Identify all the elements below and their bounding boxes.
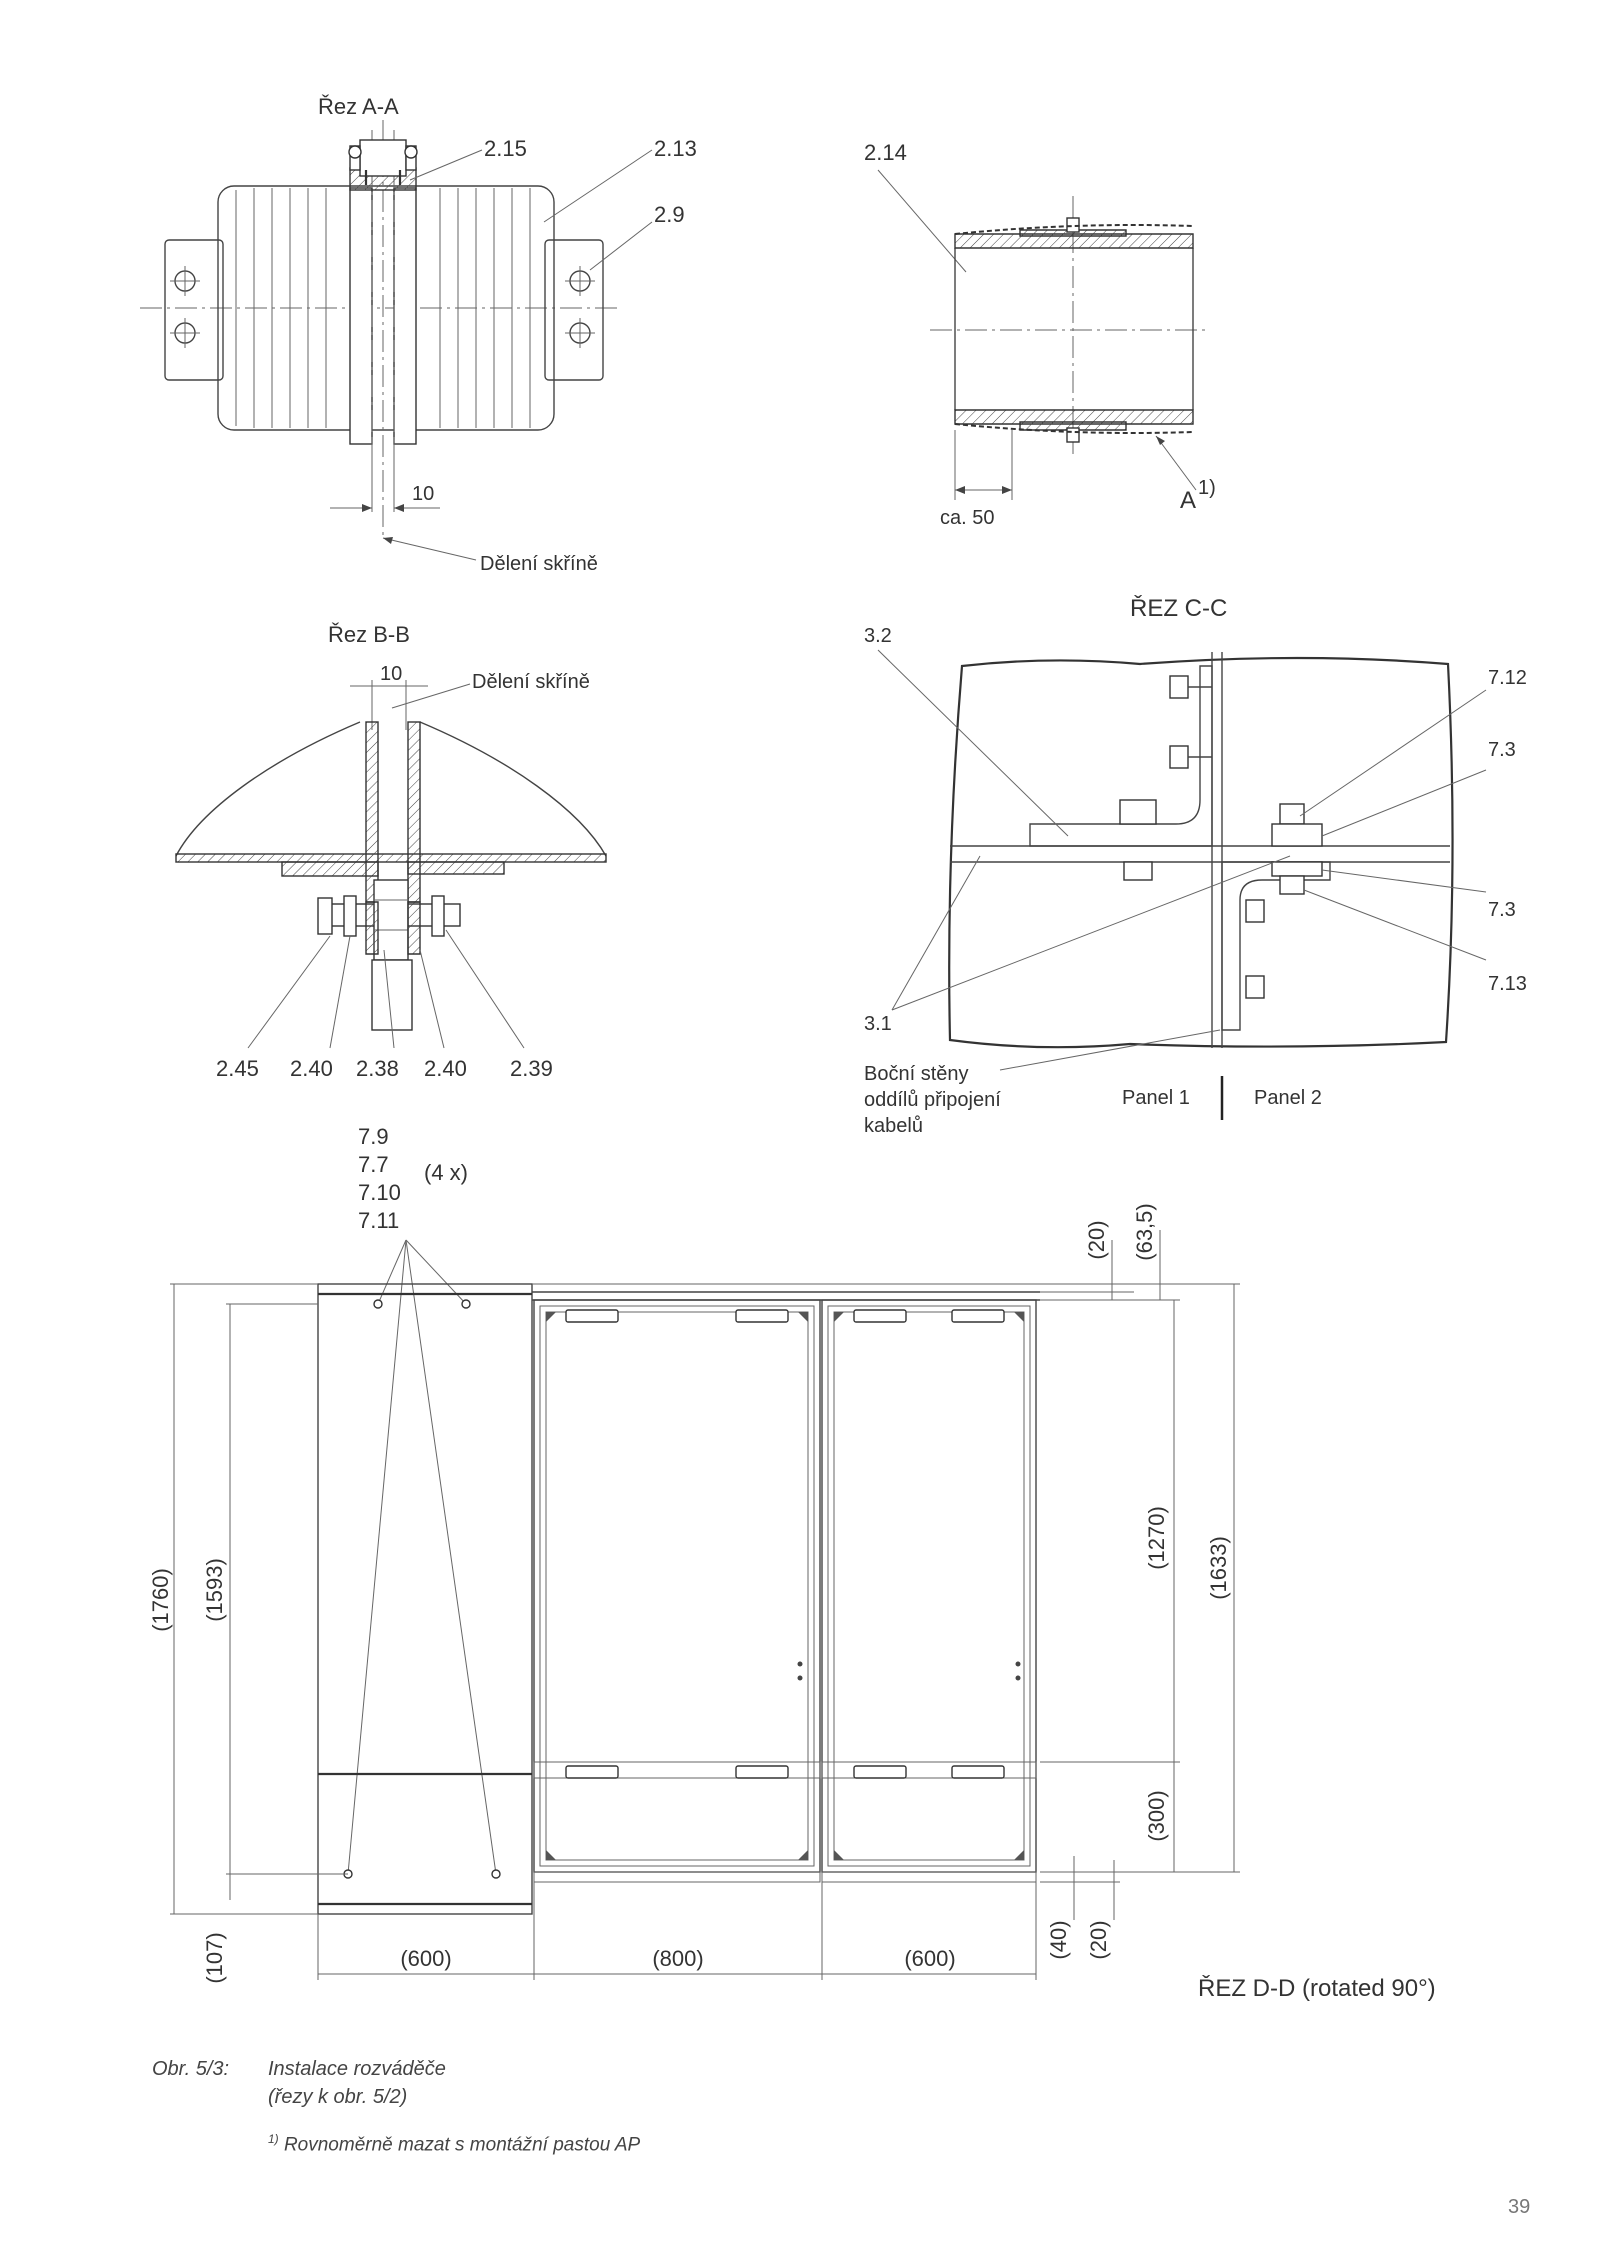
section-cc-callout-32: 3.2: [864, 625, 892, 647]
detail-214-marker: A: [1180, 487, 1196, 514]
section-aa: Řez A-A: [140, 94, 697, 575]
section-dd-dim-20-top: (20): [1084, 1220, 1109, 1259]
section-dd: 7.9 7.7 7.10 7.11 (4 x): [148, 1124, 1436, 2002]
figure-footnote-text: Rovnoměrně mazat s montážní pastou AP: [283, 2134, 641, 2156]
section-dd-dim-107: (107): [202, 1932, 227, 1983]
section-dd-callout-711: 7.11: [358, 1208, 399, 1233]
figure-footnote-sup: 1): [268, 2132, 279, 2146]
section-dd-dim-40: (40): [1046, 1920, 1071, 1959]
section-cc-callout-73-a: 7.3: [1488, 739, 1516, 761]
section-cc-title: ŘEZ C-C: [1130, 595, 1227, 622]
section-dd-dim-1633: (1633): [1206, 1536, 1231, 1600]
section-bb-callout-239: 2.39: [510, 1056, 553, 1081]
detail-214-callout: 2.14: [864, 140, 907, 165]
section-aa-callout-29: 2.9: [654, 202, 685, 227]
section-cc-callout-73-b: 7.3: [1488, 899, 1516, 921]
figure-footnote: 1) Rovnoměrně mazat s montážní pastou AP: [268, 2132, 640, 2156]
section-cc: ŘEZ C-C 3.2 3.1 7.12 7.3 7.3: [864, 595, 1527, 1137]
section-bb-callout-240-a: 2.40: [290, 1056, 333, 1081]
section-dd-callout-710: 7.10: [358, 1180, 401, 1205]
section-cc-note-2: oddílů připojení: [864, 1089, 1001, 1111]
section-dd-dim-600-b: (600): [904, 1946, 955, 1971]
section-dd-callout-79: 7.9: [358, 1124, 389, 1149]
figure-label: Obr. 5/3:: [152, 2058, 230, 2080]
section-dd-dim-600-a: (600): [400, 1946, 451, 1971]
section-bb-callout-240-b: 2.40: [424, 1056, 467, 1081]
section-cc-callout-713: 7.13: [1488, 973, 1527, 995]
section-dd-dim-300: (300): [1144, 1790, 1169, 1841]
figure-caption-line1: Instalace rozváděče: [268, 2058, 446, 2080]
section-dd-callout-77: 7.7: [358, 1152, 389, 1177]
detail-214-marker-sup: 1): [1198, 477, 1216, 499]
section-cc-note-3: kabelů: [864, 1115, 923, 1137]
section-cc-panel-1: Panel 1: [1122, 1087, 1190, 1109]
section-dd-dim-800: (800): [652, 1946, 703, 1971]
section-aa-title: Řez A-A: [318, 94, 399, 119]
section-bb-dimension: 10: [380, 663, 402, 685]
figure-caption-line2: (řezy k obr. 5/2): [268, 2086, 408, 2108]
section-cc-callout-31: 3.1: [864, 1013, 892, 1035]
page-number: 39: [1508, 2196, 1531, 2218]
section-aa-note: Dělení skříně: [480, 553, 598, 575]
section-aa-callout-215: 2.15: [484, 136, 527, 161]
section-dd-dim-1593: (1593): [202, 1558, 227, 1622]
section-bb-callout-245: 2.45: [216, 1056, 259, 1081]
detail-214-dimension: ca. 50: [940, 507, 994, 529]
section-cc-callout-712: 7.12: [1488, 667, 1527, 689]
section-cc-note-1: Boční stěny: [864, 1063, 969, 1085]
section-dd-dim-635: (63,5): [1132, 1203, 1157, 1260]
section-bb-note: Dělení skříně: [472, 671, 590, 693]
detail-214: 2.14 ca. 50 A 1): [864, 140, 1216, 529]
section-aa-dimension: 10: [412, 483, 434, 505]
section-dd-dim-1270: (1270): [1144, 1506, 1169, 1570]
section-bb-title: Řez B-B: [328, 622, 410, 647]
section-aa-callout-213: 2.13: [654, 136, 697, 161]
section-dd-title: ŘEZ D-D (rotated 90°): [1198, 1975, 1436, 2002]
section-dd-dim-1760: (1760): [148, 1568, 173, 1632]
section-cc-panel-2: Panel 2: [1254, 1087, 1322, 1109]
section-bb-callout-238: 2.38: [356, 1056, 399, 1081]
section-bb: Řez B-B 10 Dělení skříně 2.45: [175, 622, 607, 1081]
section-dd-count-note: (4 x): [424, 1160, 468, 1185]
section-dd-dim-20-bottom: (20): [1086, 1920, 1111, 1959]
